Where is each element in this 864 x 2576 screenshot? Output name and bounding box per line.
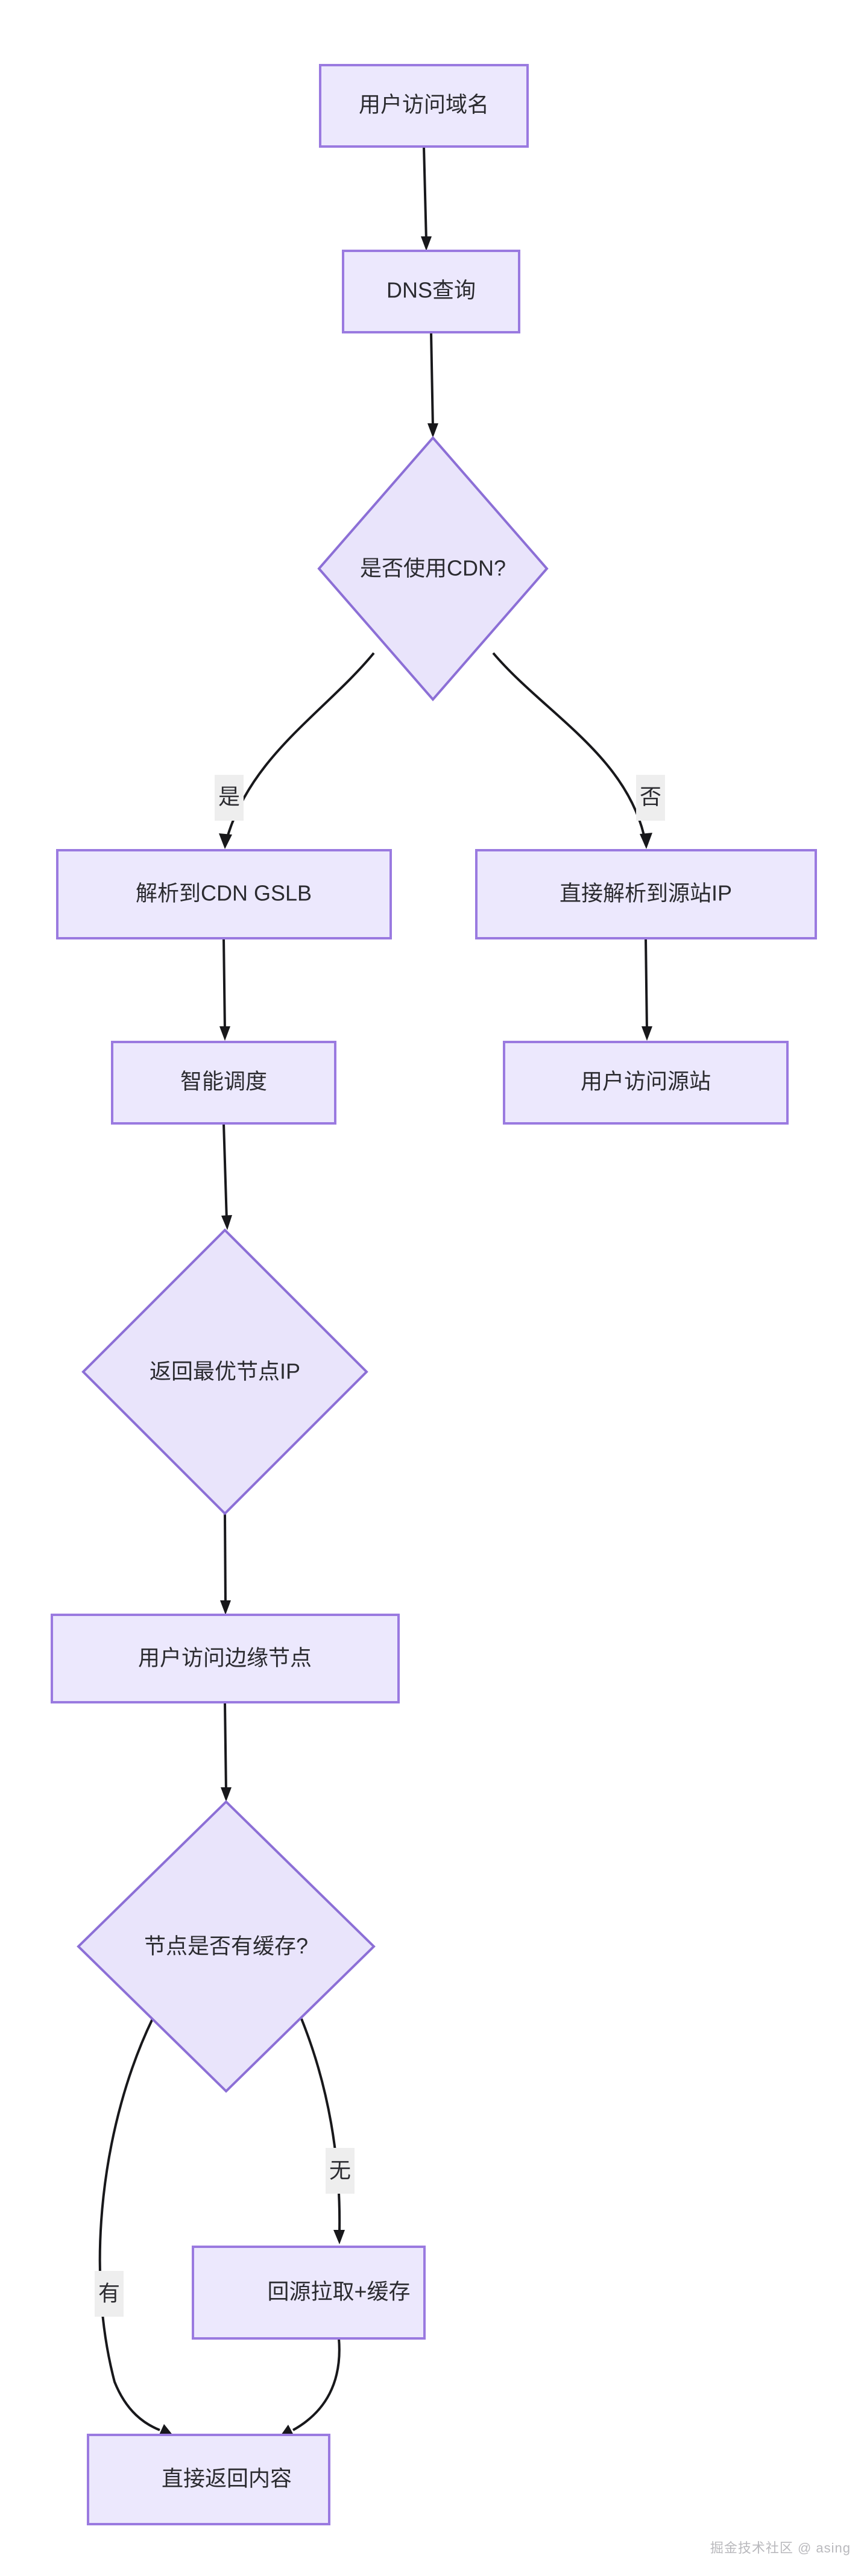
edge-n10-n11 (300, 2018, 345, 2244)
edge-n1-n2 (421, 146, 432, 251)
node-label: 直接解析到源站IP (560, 881, 732, 906)
node-user-visits-domain[interactable]: 用户访问域名 (319, 64, 529, 148)
arrowhead-icon (333, 2230, 345, 2244)
edge-n11-n12 (280, 2338, 341, 2437)
node-label: 用户访问边缘节点 (138, 1646, 312, 1670)
node-decision-return-best-node-ip[interactable]: 返回最优节点IP (81, 1228, 368, 1515)
node-shape-diamond (77, 1800, 376, 2093)
node-label: 是否使用CDN? (360, 556, 506, 581)
edge-n3-n5 (492, 652, 652, 849)
node-shape-diamond (81, 1228, 368, 1515)
arrowhead-icon (219, 833, 232, 849)
watermark: 掘金技术社区 @ asing (710, 2540, 851, 2555)
node-shape-rect (111, 1041, 336, 1125)
edge-label-no: 否 (636, 775, 665, 821)
node-label: 返回最优节点IP (150, 1359, 300, 1384)
node-return-content-directly[interactable]: 直接返回内容 (87, 2434, 330, 2525)
node-resolve-origin-ip[interactable]: 直接解析到源站IP (475, 849, 817, 939)
edge-label-background (95, 2271, 124, 2317)
edge-label-background (215, 775, 244, 821)
edge-label-has-cache: 有 (95, 2271, 124, 2317)
edge-line (430, 332, 434, 429)
node-decision-node-has-cache[interactable]: 节点是否有缓存? (77, 1800, 376, 2093)
node-shape-rect (475, 849, 817, 939)
edge-n5-n7 (642, 938, 652, 1041)
node-label: 用户访问域名 (359, 92, 489, 117)
edge-line (224, 1702, 227, 1793)
node-shape-rect (503, 1041, 789, 1125)
edge-line (222, 1123, 228, 1221)
edge-label-text: 有 (98, 2281, 120, 2306)
arrowhead-icon (427, 423, 438, 438)
node-shape-rect (342, 250, 520, 333)
node-user-visits-edge-node[interactable]: 用户访问边缘节点 (51, 1614, 400, 1703)
edge-n2-n3 (427, 332, 438, 438)
edge-line (492, 652, 645, 836)
edge-n4-n6 (219, 938, 230, 1041)
arrowhead-icon (640, 833, 652, 849)
node-shape-rect (87, 2434, 330, 2525)
node-label: DNS查询 (386, 278, 476, 303)
node-resolve-cdn-gslb[interactable]: 解析到CDN GSLB (56, 849, 392, 939)
node-shape-rect (319, 64, 529, 148)
edge-line (300, 2018, 341, 2232)
node-label: 智能调度 (180, 1069, 267, 1094)
edge-line (98, 2018, 160, 2431)
edge-label-text: 是 (218, 784, 240, 809)
edge-line (645, 938, 648, 1032)
node-origin-pull-and-cache[interactable]: 回源拉取+缓存 (192, 2246, 426, 2340)
arrowhead-icon (220, 1600, 231, 1615)
arrowhead-icon (642, 1026, 652, 1041)
edge-line (227, 652, 375, 836)
arrowhead-icon (221, 1787, 232, 1802)
node-label: 直接返回内容 (162, 2466, 292, 2491)
edge-label-background (326, 2148, 355, 2194)
edge-label-no-cache: 无 (326, 2148, 355, 2194)
node-dns-query[interactable]: DNS查询 (342, 250, 520, 333)
node-intelligent-scheduling[interactable]: 智能调度 (111, 1041, 336, 1125)
node-label: 节点是否有缓存? (144, 1934, 308, 1959)
edge-line (222, 938, 226, 1032)
node-label: 用户访问源站 (581, 1069, 711, 1094)
arrowhead-icon (421, 236, 432, 251)
node-shape-rect (192, 2246, 426, 2340)
edge-label-yes: 是 (215, 775, 244, 821)
node-decision-use-cdn[interactable]: 是否使用CDN? (317, 435, 549, 702)
edge-n6-n8 (221, 1123, 232, 1230)
node-user-visits-origin[interactable]: 用户访问源站 (503, 1041, 789, 1125)
arrowhead-icon (221, 1215, 232, 1230)
edge-line (292, 2338, 341, 2431)
edge-label-text: 否 (640, 784, 661, 809)
edge-label-text: 无 (329, 2158, 351, 2183)
edge-n9-n10 (221, 1702, 232, 1802)
node-shape-diamond (317, 435, 549, 702)
edge-line (423, 146, 427, 242)
node-shape-rect (51, 1614, 400, 1703)
edge-n10-n12 (98, 2018, 174, 2437)
edge-label-background (636, 775, 665, 821)
node-label: 回源拉取+缓存 (267, 2279, 410, 2304)
edge-group (98, 146, 652, 2437)
node-label: 解析到CDN GSLB (136, 881, 312, 906)
node-shape-rect (56, 849, 392, 939)
arrowhead-icon (219, 1026, 230, 1041)
edge-n8-n9 (220, 1513, 231, 1615)
